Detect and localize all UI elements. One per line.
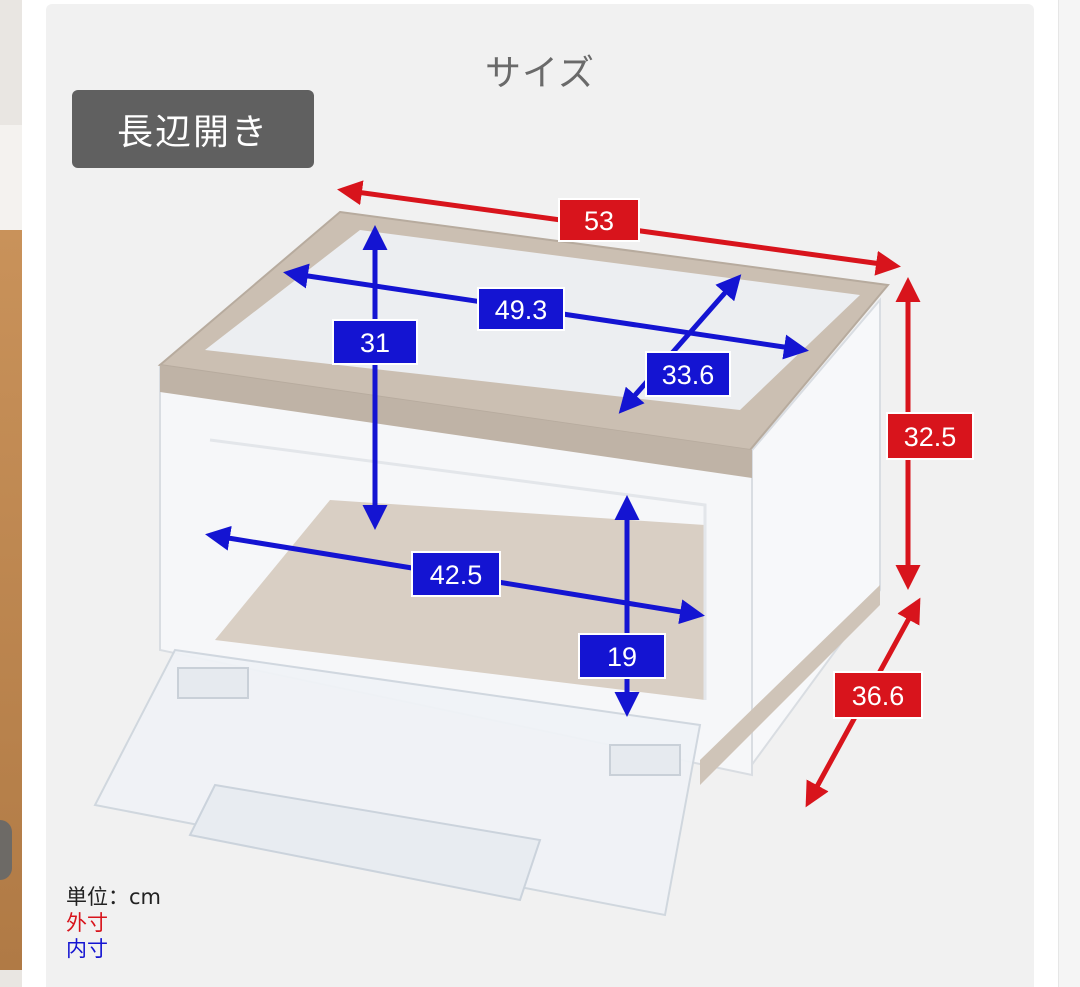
outer-height-label: 32.5 [904, 422, 957, 452]
container-front-lid [93, 648, 702, 917]
lid-hinge-right [609, 744, 681, 776]
peek-floor [0, 230, 22, 970]
next-slide-peek [1058, 0, 1080, 987]
dimension-legend: 単位：cm 外寸 内寸 [66, 884, 161, 962]
outer-depth-label-box [833, 671, 923, 719]
legend-unit: 単位：cm [66, 885, 162, 909]
outer-dimensions: 53 32.5 36.6 [337, 180, 974, 808]
page-title: サイズ [485, 53, 595, 94]
inner-height-label-box [332, 319, 418, 365]
lid-handle [188, 783, 542, 902]
peek-object [0, 820, 12, 880]
outer-height-label-box [886, 412, 974, 460]
legend-outer: 外寸 [66, 911, 108, 935]
container-rim-front [160, 365, 752, 478]
inner-depth-label: 33.6 [662, 360, 715, 390]
previous-slide-peek [0, 0, 22, 987]
inner-height-label: 31 [360, 328, 390, 358]
inner-width-top-label: 49.3 [495, 295, 548, 325]
inner-dimensions: 49.3 31 33.6 42.5 19 [205, 225, 809, 717]
inner-width-bottom-label-box [411, 551, 501, 597]
opening-height-label: 19 [607, 642, 637, 672]
legend-inner: 内寸 [66, 937, 108, 961]
outer-width-label: 53 [584, 206, 614, 236]
lid-hinge-left [177, 667, 249, 699]
opening-height-label-box [578, 633, 666, 679]
inner-depth-arrow [618, 274, 742, 414]
inner-width-bottom-label: 42.5 [430, 560, 483, 590]
opening-type-badge: 長辺開き [72, 90, 314, 168]
outer-depth-label: 36.6 [852, 681, 905, 711]
outer-width-label-box [558, 198, 640, 242]
inner-depth-label-box [645, 351, 731, 397]
inner-width-top-label-box [477, 287, 565, 331]
